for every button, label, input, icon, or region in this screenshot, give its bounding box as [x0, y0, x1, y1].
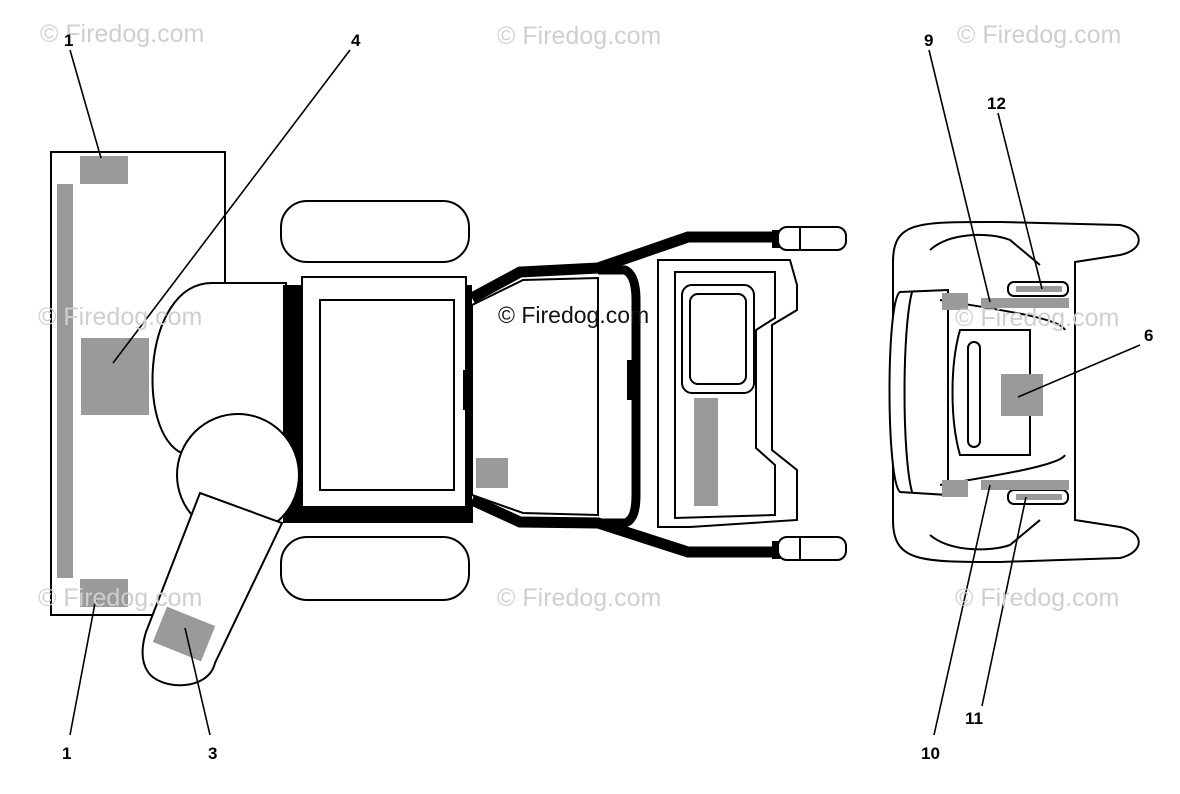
housing-strip-decal [57, 184, 73, 578]
leader-11 [981, 496, 1027, 707]
callout-12: 12 [987, 94, 1006, 113]
callout-11: 11 [965, 709, 983, 728]
handle-frame [463, 231, 780, 558]
decal-12 [1016, 286, 1062, 292]
decal-4 [81, 338, 149, 415]
callout-1-top: 1 [64, 31, 74, 50]
watermark-center: © Firedog.com [498, 302, 650, 328]
watermark-bottom-center: © Firedog.com [497, 584, 662, 612]
leader-4 [112, 49, 351, 364]
callout-3: 3 [208, 744, 218, 763]
rear-decal-left-bottom [942, 480, 968, 497]
callout-10: 10 [921, 744, 940, 763]
watermark-mid-right: © Firedog.com [955, 304, 1120, 332]
frame-decal [476, 458, 508, 488]
decal-1-bottom [80, 579, 128, 607]
handle-grip-bottom [772, 536, 847, 561]
watermark-bottom-right: © Firedog.com [955, 584, 1120, 612]
left-wheel-top [280, 200, 470, 263]
control-console [657, 259, 798, 528]
leader-1-bottom [69, 597, 97, 736]
leader-10 [933, 484, 991, 736]
watermark-top-center: © Firedog.com [497, 22, 662, 50]
decal-3 [152, 606, 216, 662]
callout-9: 9 [924, 31, 934, 50]
engine-box [301, 276, 467, 508]
decal-10 [981, 480, 1069, 490]
rear-decal-left-top [942, 293, 968, 310]
callout-4: 4 [351, 31, 361, 50]
leader-9 [928, 49, 991, 303]
watermark-mid-left: © Firedog.com [38, 303, 203, 331]
handle-grip-top [772, 226, 847, 251]
callout-1-bottom: 1 [62, 744, 72, 763]
decal-9 [981, 298, 1069, 308]
leader-12 [997, 112, 1043, 290]
leader-1-top [69, 49, 102, 159]
watermark-top-right: © Firedog.com [957, 21, 1122, 49]
decal-11 [1016, 494, 1062, 500]
left-wheel-bottom [280, 536, 470, 601]
frame-rail-bottom [283, 505, 473, 523]
leader-6 [1017, 344, 1141, 398]
console-decal [694, 398, 718, 506]
leader-3 [184, 627, 211, 736]
decal-1-top [80, 156, 128, 184]
callout-6: 6 [1144, 326, 1154, 345]
watermark-bottom-left: © Firedog.com [38, 584, 203, 612]
watermark-top-left: © Firedog.com [40, 20, 205, 48]
